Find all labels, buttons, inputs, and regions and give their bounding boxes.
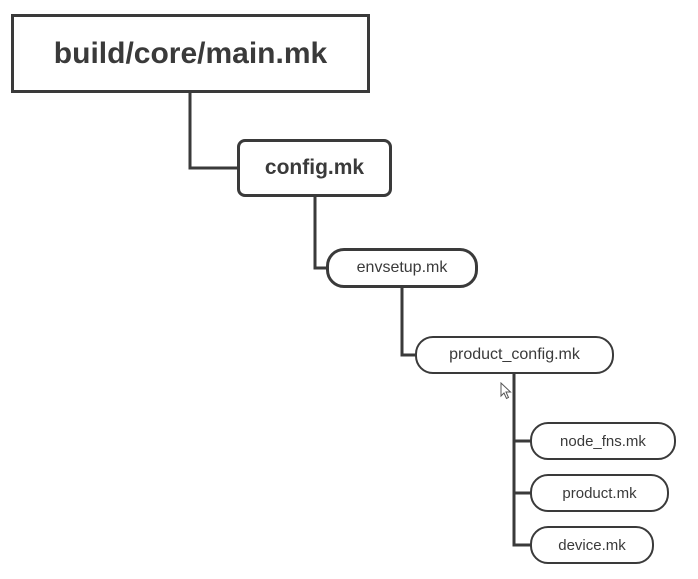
node-device-mk: device.mk xyxy=(530,526,654,564)
node-product-config-mk-label: product_config.mk xyxy=(449,346,580,363)
node-product-mk: product.mk xyxy=(530,474,669,512)
mouse-cursor-icon xyxy=(500,382,512,400)
node-main-mk-label: build/core/main.mk xyxy=(53,36,328,70)
node-product-mk-label: product.mk xyxy=(562,484,637,502)
node-product-config-mk: product_config.mk xyxy=(415,336,614,374)
node-device-mk-label: device.mk xyxy=(558,536,626,554)
node-config-mk-label: config.mk xyxy=(264,156,365,179)
node-envsetup-mk: envsetup.mk xyxy=(326,248,478,288)
connector-config-to-envsetup xyxy=(313,195,328,270)
node-node-fns-mk-label: node_fns.mk xyxy=(560,432,646,450)
connector-root-to-config xyxy=(188,91,239,170)
node-config-mk: config.mk xyxy=(237,139,392,197)
node-envsetup-mk-label: envsetup.mk xyxy=(356,259,448,276)
connector-envsetup-to-product-config xyxy=(400,286,417,357)
node-node-fns-mk: node_fns.mk xyxy=(530,422,676,460)
node-main-mk: build/core/main.mk xyxy=(11,14,370,93)
